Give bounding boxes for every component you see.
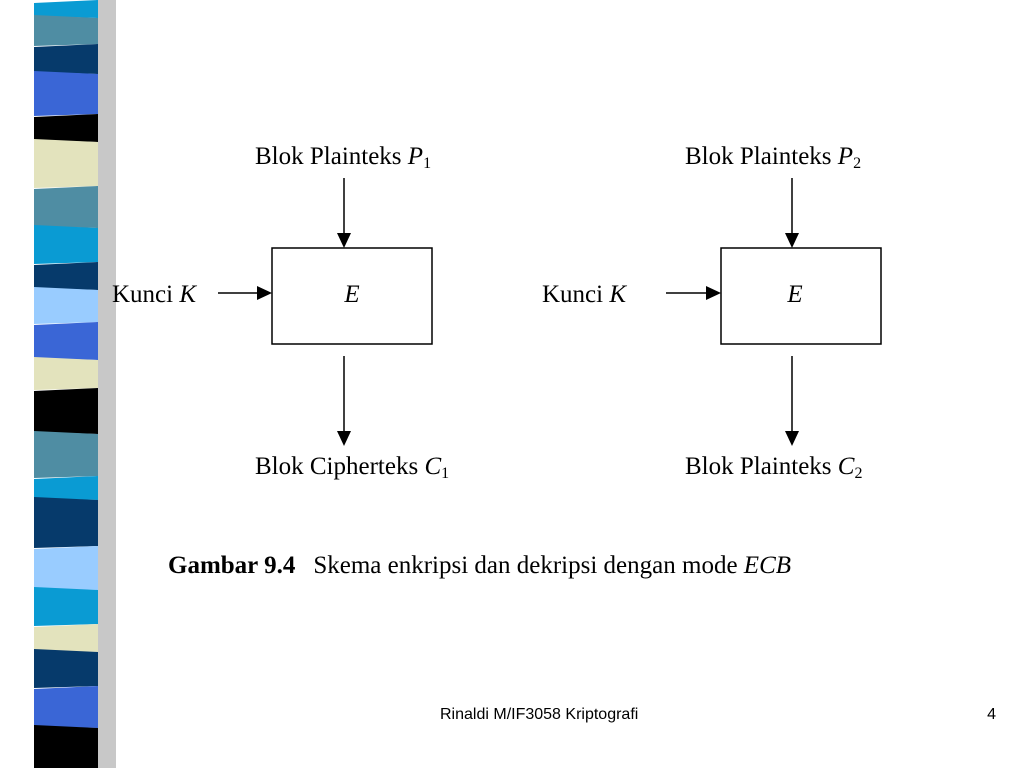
strip-band xyxy=(34,139,98,188)
figure-caption: Gambar 9.4 Skema enkripsi dan dekripsi de… xyxy=(168,552,988,580)
strip-band xyxy=(34,114,98,142)
figure-caption-text: Skema enkripsi dan dekripsi dengan mode xyxy=(313,552,744,579)
strip-band xyxy=(34,44,98,74)
strip-band xyxy=(34,357,98,390)
right-output-arrow-head xyxy=(785,431,799,446)
strip-band xyxy=(34,546,98,590)
strip-band xyxy=(34,649,98,688)
left-key-label: Kunci K xyxy=(112,281,197,308)
footer-author: Rinaldi M/IF3058 Kriptografi xyxy=(440,706,639,723)
strip-band xyxy=(34,186,98,228)
left-encryption-box xyxy=(271,247,433,345)
figure-number: Gambar 9.4 xyxy=(168,552,296,579)
strip-band xyxy=(34,225,98,264)
left-box-label: E xyxy=(343,281,359,308)
strip-band xyxy=(34,497,98,548)
strip-band xyxy=(34,388,98,434)
left-ciphertext-label: Blok Cipherteks C1 xyxy=(255,453,449,482)
left-output-arrow-head xyxy=(337,431,351,446)
page-number: 4 xyxy=(987,706,996,723)
figure-caption-term: ECB xyxy=(743,552,792,579)
strip-band xyxy=(34,15,98,46)
right-input-arrow-head xyxy=(785,233,799,248)
strip-band xyxy=(34,262,98,290)
strip-band xyxy=(34,0,98,18)
left-plaintext-label: Blok Plainteks P1 xyxy=(255,143,431,172)
strip-band xyxy=(34,431,98,478)
right-key-arrow-head xyxy=(706,286,721,300)
left-input-arrow-head xyxy=(337,233,351,248)
strip-band xyxy=(34,476,98,500)
right-output-label: Blok Plainteks C2 xyxy=(685,453,862,482)
decorative-left-strip xyxy=(34,0,116,768)
strip-band xyxy=(34,686,98,728)
right-plaintext-label: Blok Plainteks P2 xyxy=(685,143,861,172)
strip-band xyxy=(34,624,98,652)
left-key-arrow-head xyxy=(257,286,272,300)
strip-band xyxy=(34,71,98,116)
right-key-label: Kunci K xyxy=(542,281,627,308)
right-box-label: E xyxy=(786,281,802,308)
right-encryption-box xyxy=(720,247,882,345)
strip-band xyxy=(34,587,98,626)
right-encryption-block: Blok Plainteks P2 Kunci K E Blok Plainte… xyxy=(542,143,882,482)
strip-band xyxy=(34,725,98,768)
left-encryption-block: Blok Plainteks P1 Kunci K E Blok Ciphert… xyxy=(112,143,449,482)
strip-band xyxy=(34,322,98,360)
strip-band xyxy=(34,287,98,324)
